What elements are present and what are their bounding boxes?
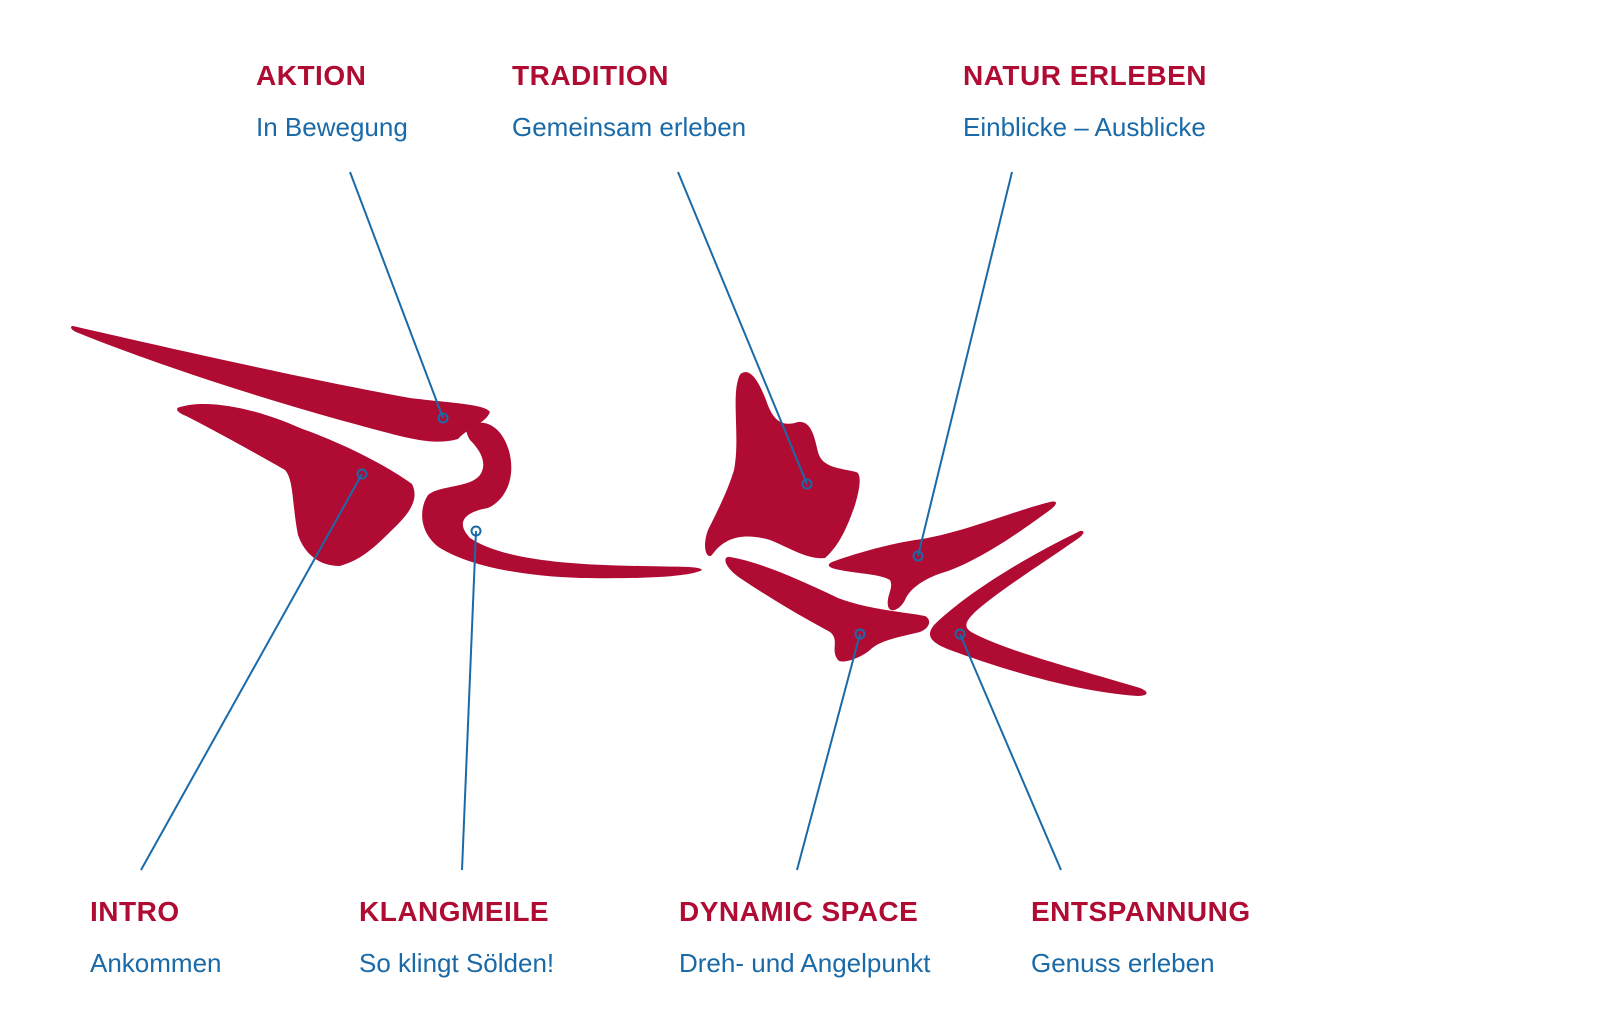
label-klangmeile: KLANGMEILE So klingt Sölden! <box>359 896 554 978</box>
shape-natur <box>828 501 1056 611</box>
leader-line-entspannung <box>959 633 1062 871</box>
station-title: ENTSPANNUNG <box>1031 896 1251 927</box>
leader-line-natur <box>917 171 1013 557</box>
station-subtitle: Dreh- und Angelpunkt <box>679 948 931 978</box>
label-natur-erleben: NATUR ERLEBEN Einblicke – Ausblicke <box>963 60 1207 142</box>
anchor-dots <box>356 412 966 640</box>
anchor-dot-dynamic <box>854 628 866 640</box>
station-title: TRADITION <box>512 60 669 91</box>
label-entspannung: ENTSPANNUNG Genuss erleben <box>1031 896 1251 978</box>
station-title: KLANGMEILE <box>359 896 550 927</box>
label-intro: INTRO Ankommen <box>90 896 222 978</box>
station-shapes <box>71 326 1147 696</box>
anchor-dot-natur <box>912 550 924 562</box>
shape-tradition <box>705 372 860 559</box>
station-subtitle: So klingt Sölden! <box>359 948 555 978</box>
anchor-dot-klangmeile <box>470 525 482 537</box>
leader-line-tradition <box>677 171 808 485</box>
leader-line-klangmeile <box>461 530 477 871</box>
anchor-dot-aktion <box>437 412 449 424</box>
leader-line-dynamic <box>796 633 861 871</box>
station-title: NATUR ERLEBEN <box>963 60 1207 91</box>
station-title: INTRO <box>90 896 180 927</box>
station-title: AKTION <box>256 60 367 91</box>
station-subtitle: Genuss erleben <box>1031 948 1215 978</box>
label-aktion: AKTION In Bewegung <box>256 60 408 142</box>
leader-line-intro <box>140 473 363 871</box>
anchor-dot-intro <box>356 468 368 480</box>
station-title: DYNAMIC SPACE <box>679 896 919 927</box>
station-subtitle: Ankommen <box>90 948 222 978</box>
label-dynamic-space: DYNAMIC SPACE Dreh- und Angelpunkt <box>679 896 931 978</box>
leader-line-aktion <box>349 171 444 419</box>
shape-entspannung <box>929 530 1147 696</box>
station-subtitle: Einblicke – Ausblicke <box>963 112 1206 142</box>
shape-dynamic <box>725 556 930 662</box>
label-tradition: TRADITION Gemeinsam erleben <box>512 60 746 142</box>
leader-lines <box>140 171 1062 871</box>
anchor-dot-entspannung <box>954 628 966 640</box>
shape-klangmeile <box>422 422 702 579</box>
anchor-dot-tradition <box>801 478 813 490</box>
station-subtitle: In Bewegung <box>256 112 408 142</box>
shape-aktion <box>71 326 491 442</box>
station-subtitle: Gemeinsam erleben <box>512 112 747 142</box>
shape-intro <box>177 403 415 566</box>
